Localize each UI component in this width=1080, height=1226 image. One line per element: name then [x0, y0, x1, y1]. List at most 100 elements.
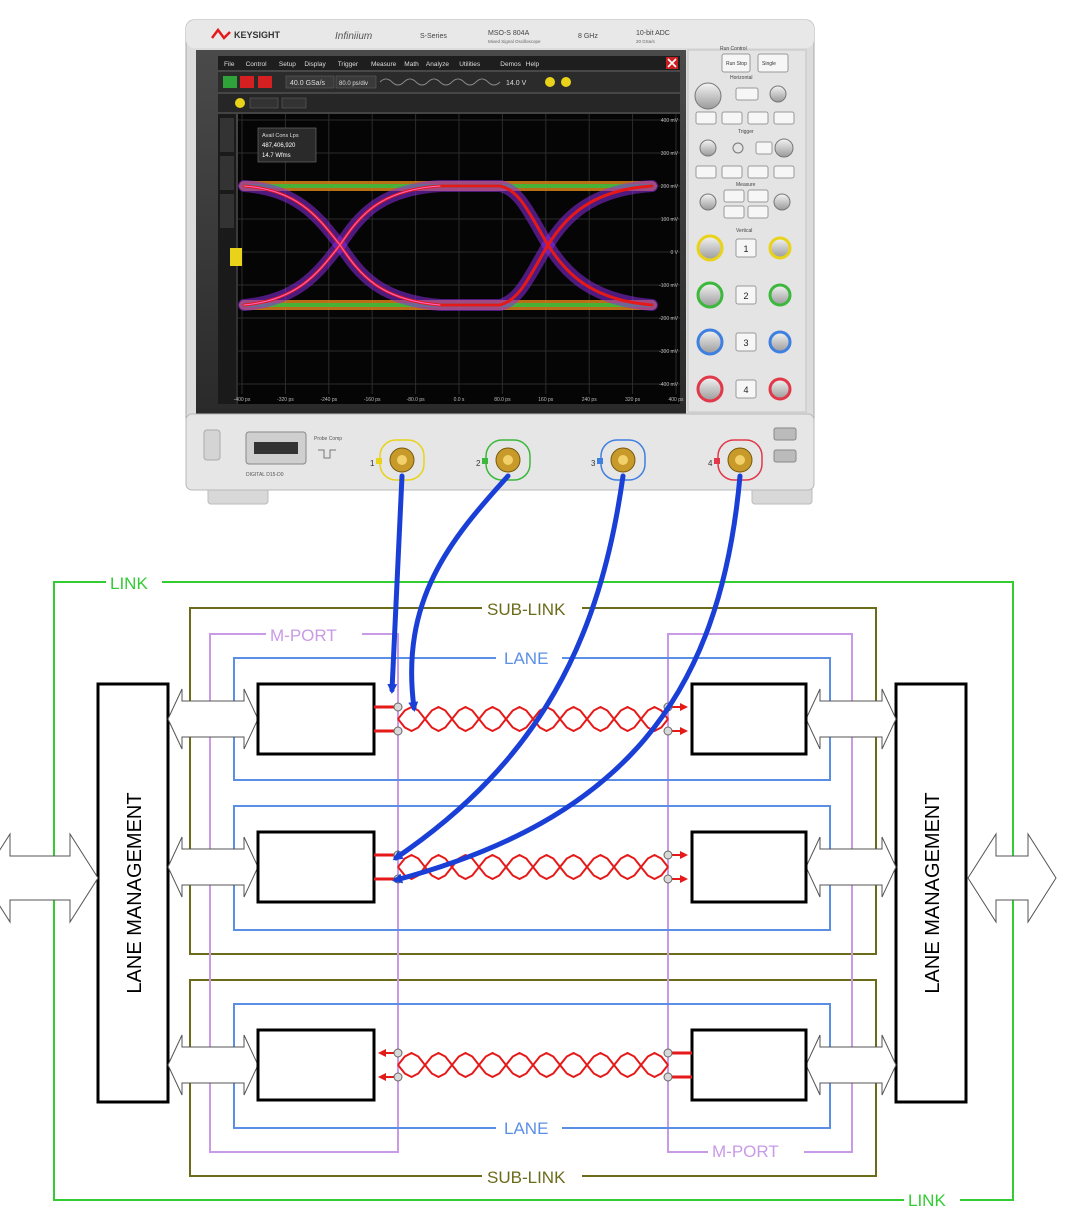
sub-link-label-bg-2 — [482, 1166, 582, 1186]
stop-indicator-button[interactable] — [240, 76, 254, 88]
measurement-box[interactable] — [257, 127, 317, 163]
channel-button-label: 2 — [743, 291, 748, 301]
m-port-label-right: M-PORT — [712, 1142, 779, 1161]
scope-menu-item[interactable]: Measure — [371, 61, 397, 68]
scope-bandwidth: 8 GHz — [578, 33, 598, 40]
sub-link-label-1: SUB-LINK — [487, 600, 566, 619]
pif-arrow-icon — [167, 1034, 259, 1096]
panel-button-b[interactable] — [721, 111, 743, 125]
panel-button-d[interactable] — [773, 111, 795, 125]
channel1-scale-box[interactable] — [249, 97, 279, 109]
scope-top-bar — [186, 20, 814, 48]
right-block — [690, 1028, 808, 1102]
trigger-level-knob[interactable] — [774, 138, 794, 158]
measurement-value-1: 487,406,920 — [262, 143, 296, 149]
channel-scale-knob[interactable] — [696, 375, 724, 403]
scope-x-tick: 0.0 s — [454, 397, 465, 403]
pin-icon — [393, 702, 403, 712]
sample-rate-value: 40.0 GSa/s — [290, 80, 326, 87]
usb-port-1[interactable] — [773, 427, 797, 441]
run-indicator-button[interactable] — [223, 76, 237, 88]
scope-menu-item[interactable]: Display — [304, 61, 326, 68]
scope-menu-item[interactable]: Help — [526, 61, 540, 68]
channel-offset-knob[interactable] — [768, 236, 792, 260]
panel-button-h[interactable] — [773, 165, 795, 179]
single-button[interactable] — [757, 53, 789, 73]
channel-scale-knob[interactable] — [696, 281, 724, 309]
channel1-chip-icon[interactable] — [235, 98, 245, 108]
scope-menu-item[interactable]: Setup — [279, 61, 296, 68]
scope-menu-item[interactable]: Math — [404, 61, 419, 68]
channel-scale-knob[interactable] — [696, 328, 724, 356]
channel-color-chip — [482, 458, 488, 464]
measure-button-c[interactable] — [723, 205, 745, 219]
scope-series: S-Series — [420, 33, 447, 40]
scope-x-tick: -240 ps — [320, 397, 337, 403]
lane-label-3: LANE — [504, 1119, 548, 1138]
channel-select-button[interactable] — [735, 332, 757, 352]
horizontal-position-knob[interactable] — [769, 85, 787, 103]
measure-knob-right[interactable] — [773, 193, 791, 211]
connector-center-icon — [503, 455, 513, 465]
probe-arrow-ch4 — [392, 473, 743, 884]
pin-icon — [393, 726, 403, 736]
side-tab-1[interactable] — [220, 118, 234, 152]
channel-scale-knob[interactable] — [696, 234, 724, 262]
scope-menu-item[interactable]: File — [224, 61, 235, 68]
panel-button-f[interactable] — [721, 165, 743, 179]
channel-offset-knob[interactable] — [768, 377, 792, 401]
trigger-mode-knob[interactable] — [699, 139, 717, 157]
connector-center-icon — [397, 455, 407, 465]
measure-button-d[interactable] — [747, 205, 769, 219]
scope-x-tick: -80.0 ps — [407, 397, 426, 403]
single-indicator-button[interactable] — [258, 76, 272, 88]
zoom-button[interactable] — [735, 87, 759, 101]
panel-button-a[interactable] — [695, 111, 717, 125]
horizontal-scale-knob[interactable] — [694, 82, 722, 110]
scope-menu-item[interactable]: Control — [246, 61, 268, 68]
power-button[interactable] — [203, 429, 221, 461]
side-tab-2[interactable] — [220, 156, 234, 190]
scope-menu-item[interactable]: Demos — [500, 61, 521, 68]
channel-select-button[interactable] — [735, 379, 757, 399]
lane-management-left — [96, 682, 170, 1104]
eye-diagram — [238, 180, 658, 311]
scope-menu-item[interactable]: Utilities — [459, 61, 481, 68]
scope-menu-item[interactable]: Analyze — [426, 61, 450, 68]
panel-button-g[interactable] — [747, 165, 769, 179]
trigger-setup-button[interactable] — [755, 141, 773, 155]
side-tab-3[interactable] — [220, 194, 234, 228]
channel1-ground-marker[interactable] — [230, 248, 242, 266]
scope-y-tick: 400 mV — [661, 118, 679, 124]
channel1-offset-box[interactable] — [281, 97, 307, 109]
channel-select-button[interactable] — [735, 285, 757, 305]
usb-port-2[interactable] — [773, 449, 797, 463]
measure-button-a[interactable] — [723, 189, 745, 203]
probe-comp-icon — [318, 449, 336, 459]
scope-menu-bar — [218, 56, 680, 70]
channel-offset-knob[interactable] — [768, 330, 792, 354]
channel-select-button[interactable] — [735, 238, 757, 258]
measure-button-b[interactable] — [747, 189, 769, 203]
pin-icon — [663, 1048, 673, 1058]
scope-x-tick: 80.0 ps — [494, 397, 511, 403]
scope-menu-item[interactable]: Trigger — [338, 61, 359, 68]
scope-product: Infiniium — [335, 31, 372, 42]
pif-arrow-icon — [167, 836, 259, 898]
sample-rate-box[interactable] — [285, 75, 335, 89]
panel-button-c[interactable] — [747, 111, 769, 125]
lane-management-left-label: LANE MANAGEMENT — [124, 792, 146, 993]
run-stop-button[interactable] — [721, 53, 751, 73]
panel-button-e[interactable] — [695, 165, 717, 179]
scope-y-tick: 200 mV — [661, 184, 679, 190]
single-label: Single — [762, 61, 776, 67]
channel-color-chip — [597, 458, 603, 464]
sub-link-label-2: SUB-LINK — [487, 1168, 566, 1187]
digital-connector-icon — [254, 442, 298, 454]
timebase-box[interactable] — [335, 75, 377, 89]
channel-offset-knob[interactable] — [768, 283, 792, 307]
m-port-label-left: M-PORT — [270, 626, 337, 645]
connector-center-icon — [735, 455, 745, 465]
measure-knob-left[interactable] — [699, 193, 717, 211]
